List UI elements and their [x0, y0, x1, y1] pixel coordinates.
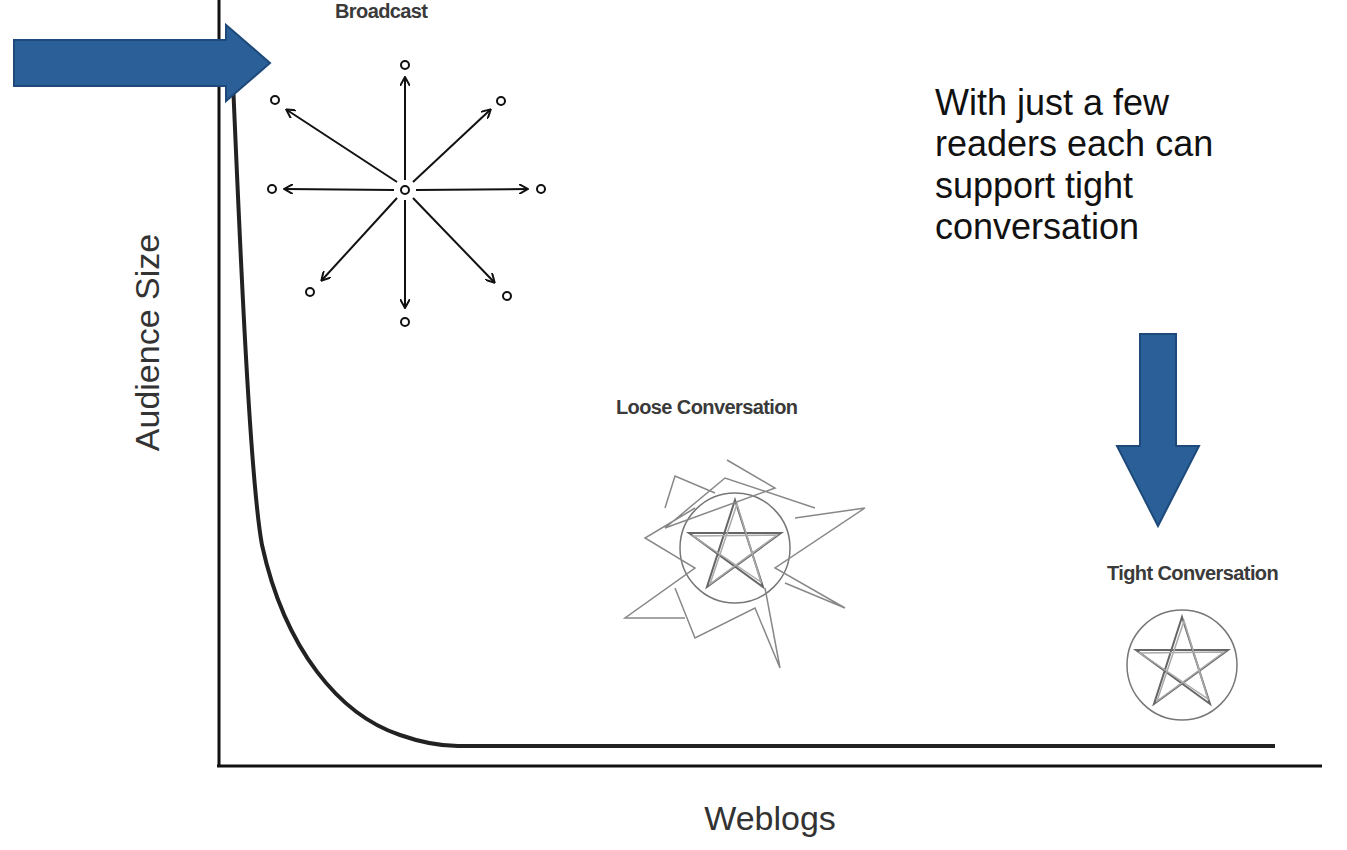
blue-arrow-down: [1117, 334, 1199, 526]
loose-conversation-label: Loose Conversation: [616, 396, 797, 419]
loose-conversation-icon: [625, 460, 865, 668]
y-axis-title: Audience Size: [129, 233, 168, 450]
axes: [217, 0, 1322, 766]
x-axis-title: Weblogs: [704, 799, 836, 838]
broadcast-label: Broadcast: [335, 0, 427, 23]
callout-note: With just a few readers each can support…: [935, 82, 1280, 248]
tight-conversation-icon: [1127, 610, 1237, 720]
blue-arrow-right: [14, 25, 270, 101]
tight-conversation-label: Tight Conversation: [1107, 562, 1278, 585]
broadcast-icon: [268, 61, 545, 326]
